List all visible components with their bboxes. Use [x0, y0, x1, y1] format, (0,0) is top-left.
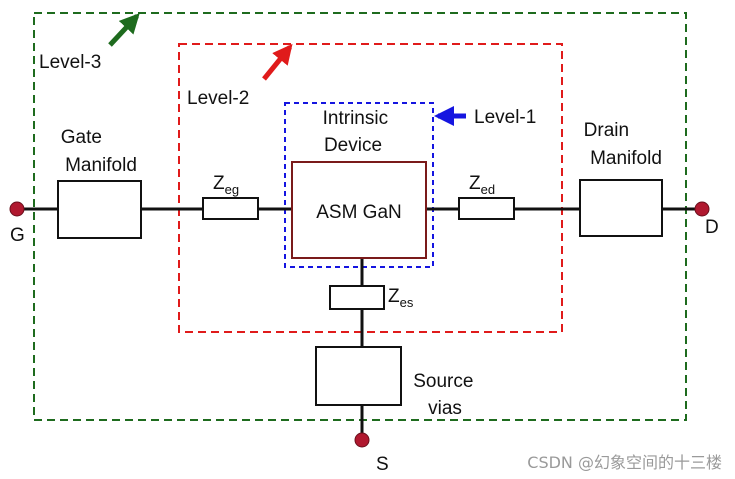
drain-manifold-box: [579, 179, 663, 237]
source-terminal: [354, 432, 370, 448]
level-2-boundary: [178, 43, 563, 333]
gate-terminal: [9, 201, 25, 217]
drain-terminal-label: D: [705, 217, 719, 238]
gate-terminal-label: G: [10, 225, 25, 246]
asm-gan-label: ASM GaN: [316, 202, 402, 223]
gate-manifold-box: [57, 180, 142, 239]
source-vias-line2: vias: [428, 398, 462, 419]
zes-sub: es: [400, 295, 414, 310]
wires: [20, 207, 700, 438]
level-3-label: Level-3: [39, 52, 101, 73]
intrinsic-line2: Device: [324, 135, 382, 156]
zed-sub: ed: [481, 182, 495, 197]
source-vias-box: [315, 346, 402, 406]
drain-manifold-line1: Drain: [584, 120, 629, 141]
zed-label: Zed: [469, 173, 495, 197]
source-terminal-label: S: [376, 454, 389, 475]
zeg-main: Z: [213, 173, 225, 194]
level-1-boundary: [284, 102, 434, 268]
zes-label: Zes: [388, 286, 414, 310]
intrinsic-label: Intrinsic Device: [323, 108, 394, 156]
asm-gan-box: [291, 161, 427, 259]
level-2-arrow: [262, 43, 293, 81]
level-3-boundary: [33, 12, 687, 421]
zed-main: Z: [469, 173, 481, 194]
level-1-label: Level-1: [474, 107, 536, 128]
drain-manifold-line2: Manifold: [590, 148, 662, 169]
zes-resistor: [329, 285, 385, 310]
gate-manifold-line2: Manifold: [65, 155, 137, 176]
gate-manifold-label: Gate Manifold: [61, 127, 137, 176]
level-3-arrow: [108, 13, 140, 47]
gate-manifold-line1: Gate: [61, 127, 102, 148]
zeg-label: Zeg: [213, 173, 239, 197]
drain-manifold-label: Drain Manifold: [584, 120, 662, 169]
zes-main: Z: [388, 286, 400, 307]
level-2-label: Level-2: [187, 88, 249, 109]
zeg-sub: eg: [225, 182, 239, 197]
intrinsic-line1: Intrinsic: [323, 108, 388, 129]
source-vias-label: Source vias: [413, 371, 478, 419]
watermark: CSDN @幻象空间的十三楼: [527, 453, 722, 472]
zed-resistor: [458, 197, 515, 220]
source-vias-line1: Source: [413, 371, 473, 392]
zeg-resistor: [202, 197, 259, 220]
drain-terminal: [694, 201, 710, 217]
